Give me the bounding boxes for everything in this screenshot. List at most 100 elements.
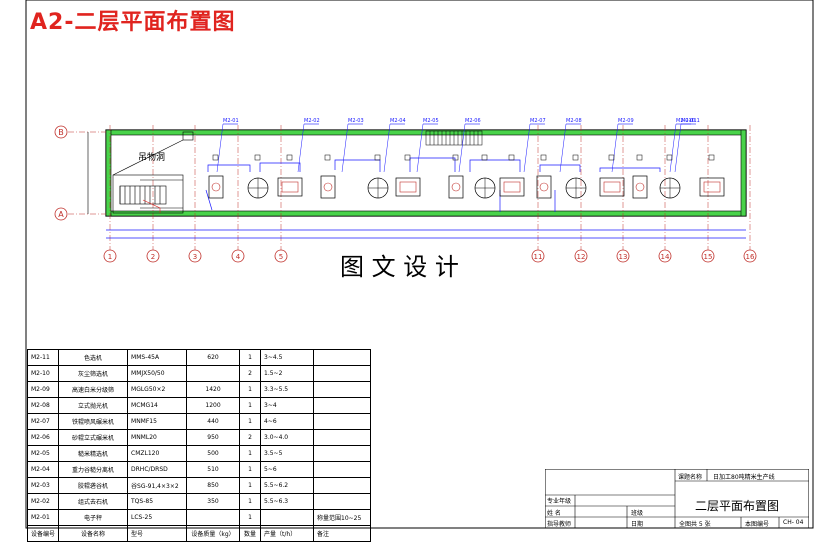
table-cell (313, 365, 372, 382)
machine-symbol (659, 154, 681, 199)
table-cell: 设备名称 (58, 525, 129, 542)
table-cell: 350 (186, 493, 241, 510)
table-cell: 1 (239, 413, 262, 430)
table-cell: 3~4 (260, 397, 315, 414)
table-cell: 1 (239, 397, 262, 414)
table-cell (313, 349, 372, 366)
table-cell: 设备编号 (26, 525, 60, 542)
table-cell (186, 509, 241, 526)
table-cell: 重力谷糙分离机 (58, 461, 129, 478)
table-cell (260, 509, 315, 526)
table-cell: 色选机 (58, 349, 129, 366)
svg-text:M2-06: M2-06 (465, 118, 481, 124)
column-axis-label: 13 (619, 253, 628, 261)
machine-symbol (247, 154, 269, 199)
advisor-label: 指导教师 (547, 521, 572, 528)
table-cell: 1 (239, 509, 262, 526)
project-label: 课题名称 (678, 474, 703, 481)
table-cell: 1 (239, 349, 262, 366)
table-cell: 糙米精选机 (58, 445, 129, 462)
machine-symbol (499, 154, 525, 197)
table-cell: 称量范围10~25 (313, 509, 372, 526)
table-cell: 数量 (239, 525, 262, 542)
table-cell: TQS-85 (127, 493, 188, 510)
svg-text:M2-05: M2-05 (423, 118, 439, 124)
svg-text:M2-02: M2-02 (304, 118, 320, 124)
table-cell: 1.5~2 (260, 365, 315, 382)
row-axis-label: B (58, 128, 64, 137)
table-cell: M2-08 (26, 397, 60, 414)
column-axis-label: 4 (236, 253, 241, 261)
table-cell: 2 (239, 429, 262, 446)
table-cell: M2-11 (26, 349, 60, 366)
machine-symbol (699, 154, 725, 197)
table-cell: 1 (239, 493, 262, 510)
equipment-tag: M2-08 (559, 118, 582, 173)
equipment-tag: M2-02 (297, 118, 320, 173)
table-cell: 500 (186, 445, 241, 462)
table-cell: 砂辊立式碾米机 (58, 429, 129, 446)
equipment-tag: M2-09 (611, 118, 634, 173)
table-cell: 胶辊砻谷机 (58, 477, 129, 494)
table-cell (313, 381, 372, 398)
hoist-opening (182, 131, 194, 141)
machine-symbol (448, 154, 464, 199)
svg-text:M2-03: M2-03 (348, 118, 364, 124)
table-cell: 高速白米分级筛 (58, 381, 129, 398)
column-axis-marker (531, 249, 545, 263)
table-cell: 5.5~6.2 (260, 477, 315, 494)
svg-text:M2-08: M2-08 (566, 118, 582, 124)
table-cell: MMS-45A (127, 349, 188, 366)
table-cell: 铁辊喷风碾米机 (58, 413, 129, 430)
column-axis-label: 1 (108, 253, 112, 261)
table-cell: 电子秤 (58, 509, 129, 526)
table-cell: 1 (239, 381, 262, 398)
table-cell: 2 (239, 365, 262, 382)
svg-text:M2-04: M2-04 (390, 118, 406, 124)
equipment-tag: M2-03 (341, 118, 364, 173)
column-axis-marker (146, 249, 160, 263)
table-cell: 备注 (313, 525, 372, 542)
row-axis-marker (54, 207, 68, 221)
machine-symbol (320, 154, 336, 199)
column-axis-label: 2 (151, 253, 155, 261)
column-axis-marker (616, 249, 630, 263)
column-axis-label: 3 (193, 253, 197, 261)
svg-text:M2-07: M2-07 (530, 118, 546, 124)
column-axis-marker (743, 249, 757, 263)
equipment-tag: M2-04 (383, 118, 406, 173)
table-cell: 1 (239, 477, 262, 494)
machine-symbol (395, 154, 421, 197)
column-axis-marker (658, 249, 672, 263)
svg-text:M2-011: M2-011 (681, 118, 700, 124)
table-cell: M2-10 (26, 365, 60, 382)
machine-symbol (474, 154, 496, 199)
table-cell (313, 445, 372, 462)
title-block: 课题名称 日加工80吨精米生产线 二层平面布置图 专业年级 姓 名 班级 指导教… (545, 469, 809, 528)
table-cell: 510 (186, 461, 241, 478)
table-cell: M2-07 (26, 413, 60, 430)
equipment-tag: M2-07 (523, 118, 546, 173)
class-label: 班级 (631, 510, 644, 517)
equipment-tag: M2-010 (669, 118, 695, 173)
sheet-label: 本图编号 (745, 521, 770, 528)
table-cell (313, 477, 372, 494)
table-cell: 组式去石机 (58, 493, 129, 510)
table-cell (313, 461, 372, 478)
overlay-watermark: 图 文 设 计 (340, 253, 459, 281)
table-cell: 5.5~6.3 (260, 493, 315, 510)
table-cell: MCMG14 (127, 397, 188, 414)
table-cell: MNMF15 (127, 413, 188, 430)
machine-symbol (208, 154, 224, 199)
sheet-value: CH- 04 (783, 519, 804, 526)
hoist-label: 吊物洞 (138, 151, 165, 163)
